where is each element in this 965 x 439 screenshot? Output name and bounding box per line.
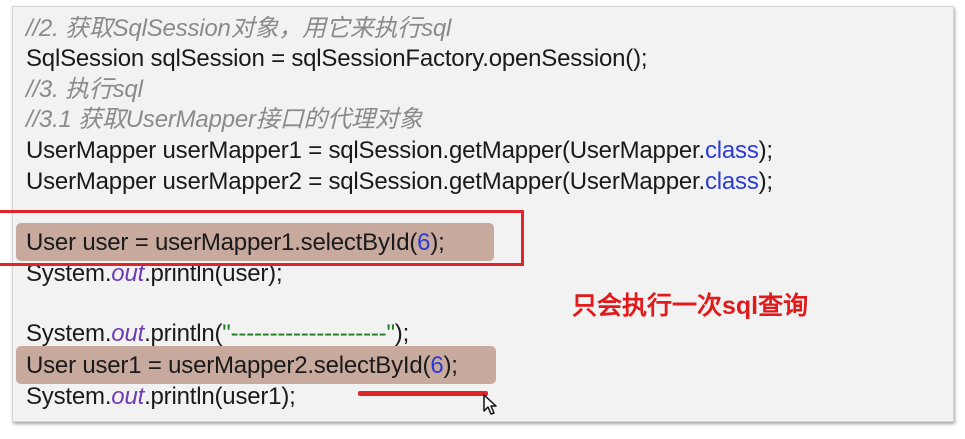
code-text: User user = userMapper1.selectById( — [26, 229, 418, 256]
code-line-select-by-id-1: User user = userMapper1.selectById(6); — [26, 227, 445, 259]
code-line-get-mapper-2: UserMapper userMapper2 = sqlSession.getM… — [26, 166, 773, 198]
code-text: ); — [443, 352, 458, 379]
annotation-text: 只会执行一次sql查询 — [572, 292, 809, 320]
number-literal: 6 — [417, 229, 431, 256]
code-text: UserMapper userMapper1 = sqlSession.getM… — [26, 137, 705, 164]
code-comment-execute-sql: //3. 执行sql — [26, 76, 143, 103]
code-text: ); — [430, 229, 445, 256]
code-text: System. — [26, 320, 112, 347]
code-comment-get-proxy: //3.1 获取UserMapper接口的代理对象 — [26, 106, 423, 133]
code-text: .println( — [144, 320, 223, 347]
code-line-get-mapper-1: UserMapper userMapper1 = sqlSession.getM… — [26, 135, 773, 167]
number-literal: 6 — [430, 352, 444, 379]
code-text: .println(user1); — [144, 383, 296, 410]
annotation-underline — [358, 391, 488, 396]
code-text: ); — [758, 168, 773, 195]
code-line-println-separator: System.out.println("--------------------… — [26, 318, 409, 350]
code-text: System. — [26, 383, 112, 410]
field-out: out — [111, 320, 145, 347]
highlight-selectbyid-1 — [16, 223, 494, 261]
code-comment-get-session: //2. 获取SqlSession对象，用它来执行sql — [26, 15, 452, 42]
keyword-class: class — [704, 168, 759, 195]
code-text: ); — [758, 137, 773, 164]
code-text: ); — [394, 320, 410, 347]
code-text: User user1 = userMapper2.selectById( — [26, 352, 431, 379]
code-line-select-by-id-2: User user1 = userMapper2.selectById(6); — [26, 350, 458, 382]
highlight-selectbyid-2 — [16, 346, 496, 384]
mouse-pointer-icon — [483, 394, 499, 416]
keyword-class: class — [704, 137, 759, 164]
code-line-open-session: SqlSession sqlSession = sqlSessionFactor… — [26, 45, 648, 72]
code-text: UserMapper userMapper2 = sqlSession.getM… — [26, 168, 705, 195]
annotation-box — [0, 210, 524, 266]
string-literal: "--------------------" — [222, 320, 395, 347]
field-out: out — [111, 383, 145, 410]
code-line-println-user1: System.out.println(user1); — [26, 381, 296, 413]
